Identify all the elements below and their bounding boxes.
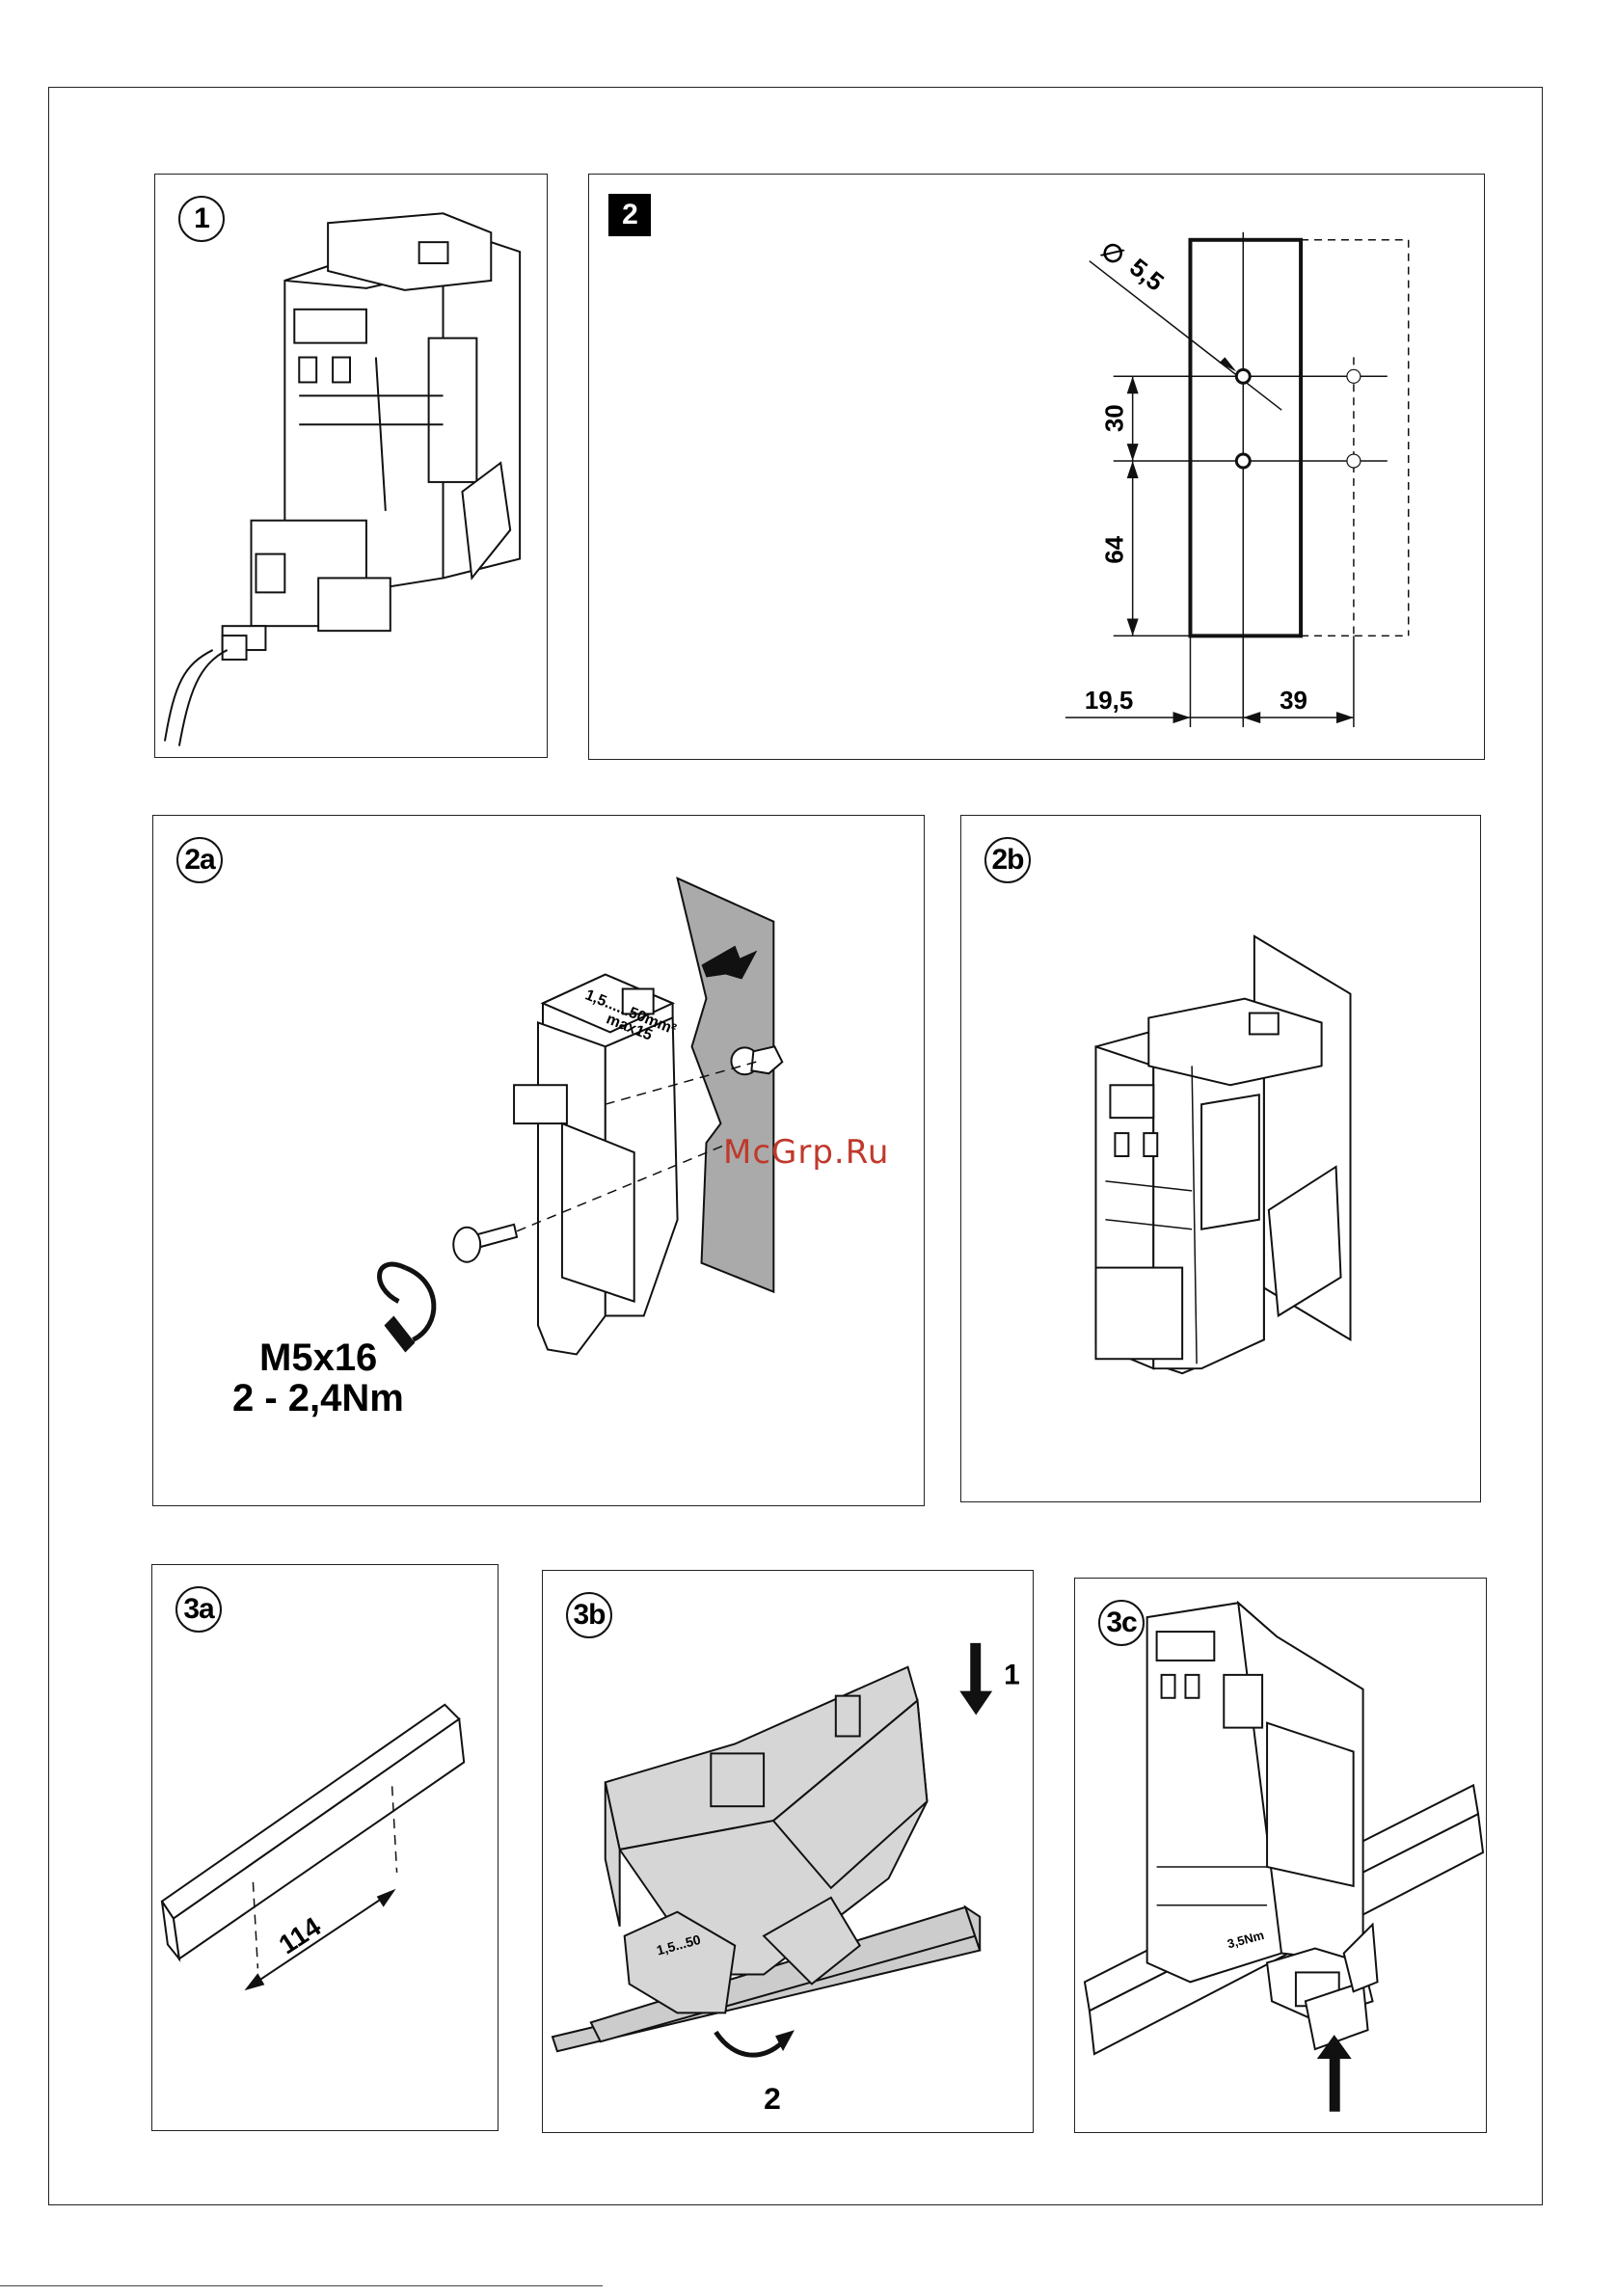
- watermark: McGrp.Ru: [723, 1133, 889, 1172]
- step-1-label: 1: [1004, 1660, 1020, 1691]
- dim-diameter: 5,5: [1124, 254, 1169, 296]
- panel-1: 1: [154, 174, 548, 758]
- panel-2: 2: [588, 174, 1485, 760]
- panel-3c: 3c 3,5Nm: [1074, 1578, 1487, 2133]
- footer-rule: [0, 2285, 603, 2286]
- screw-size-label: M5x16: [259, 1337, 377, 1380]
- panel-3b: 3b 1,5...50 1 2: [542, 1570, 1034, 2133]
- panel-3a: 3a 114: [151, 1564, 499, 2131]
- diameter-symbol: ∅: [1095, 236, 1129, 271]
- din-rail-illustration: 114: [152, 1565, 498, 2130]
- dim-30: 30: [1102, 404, 1129, 432]
- mounted-device-illustration: [961, 816, 1480, 1501]
- panel-2b: 2b: [960, 815, 1481, 1502]
- dim-19-5: 19,5: [1085, 688, 1133, 715]
- drilling-dimension-drawing: 5,5 ∅ 30 64 19,5 39: [589, 175, 1484, 759]
- step-2-label: 2: [764, 2081, 781, 2116]
- rail-snap-on-illustration: 1,5...50 1 2: [543, 1571, 1033, 2132]
- dim-64: 64: [1102, 535, 1129, 563]
- dim-114: 114: [274, 1911, 327, 1960]
- torque-label: 2 - 2,4Nm: [232, 1377, 404, 1420]
- dim-39: 39: [1280, 688, 1307, 715]
- device-with-cable-illustration: [155, 175, 547, 757]
- mounted-on-rail-illustration: 3,5Nm: [1075, 1579, 1486, 2132]
